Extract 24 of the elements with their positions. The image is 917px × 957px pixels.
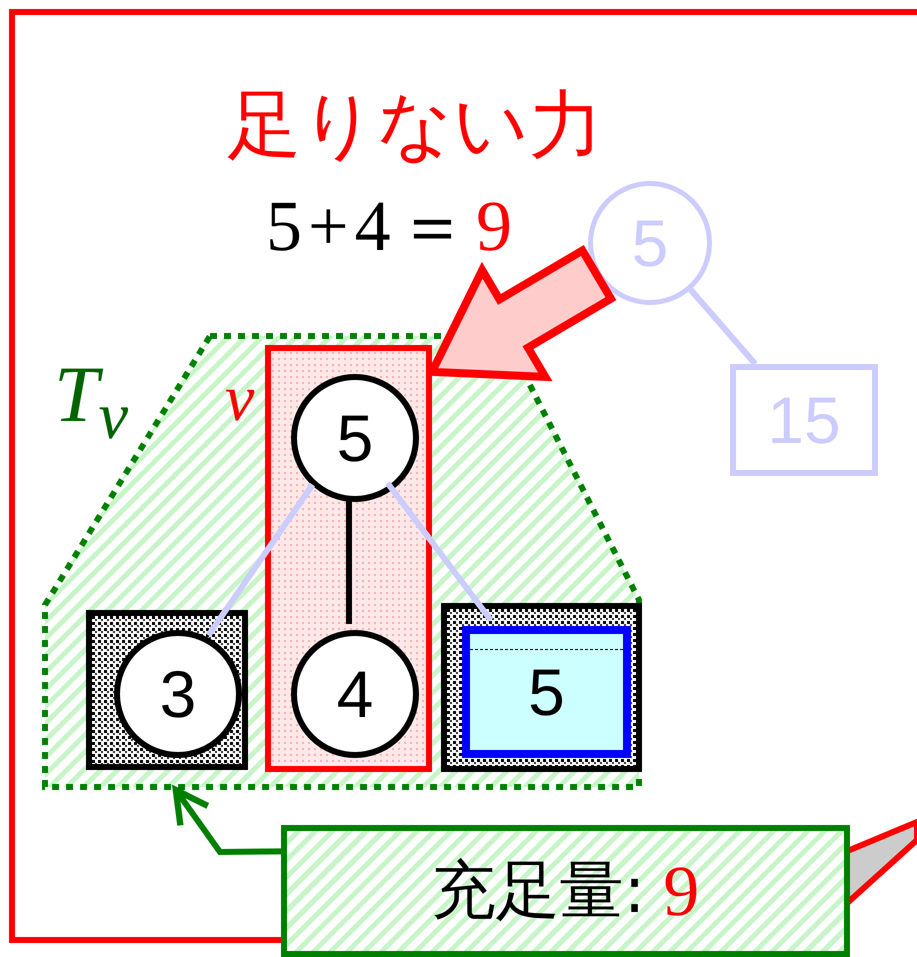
callout-value: 9 [663,855,700,927]
connector-line [206,482,316,638]
equation-result: 9 [476,186,512,266]
node-number: 4 [336,661,374,727]
arrow [172,786,282,856]
circle-node [291,630,419,758]
square-node [730,364,878,476]
node-number: 5 [336,405,374,471]
block-arrow [426,245,616,382]
connector-line [385,481,494,622]
connector-line [688,288,758,366]
square-node [462,626,631,758]
title: 足りない力 [226,81,604,170]
node-number: 5 [528,659,565,725]
node-name: v [225,366,254,432]
dotted-box [86,610,248,770]
callout-text: 充足量: [432,859,646,923]
equation-text: 5+4＝ [266,186,475,266]
circle-node [291,374,419,502]
callout-box [281,825,850,957]
circle-node [114,630,242,758]
node-number: 3 [160,661,196,727]
dotted-box [441,603,642,772]
region-name: T$_{v}$ [54,355,128,451]
